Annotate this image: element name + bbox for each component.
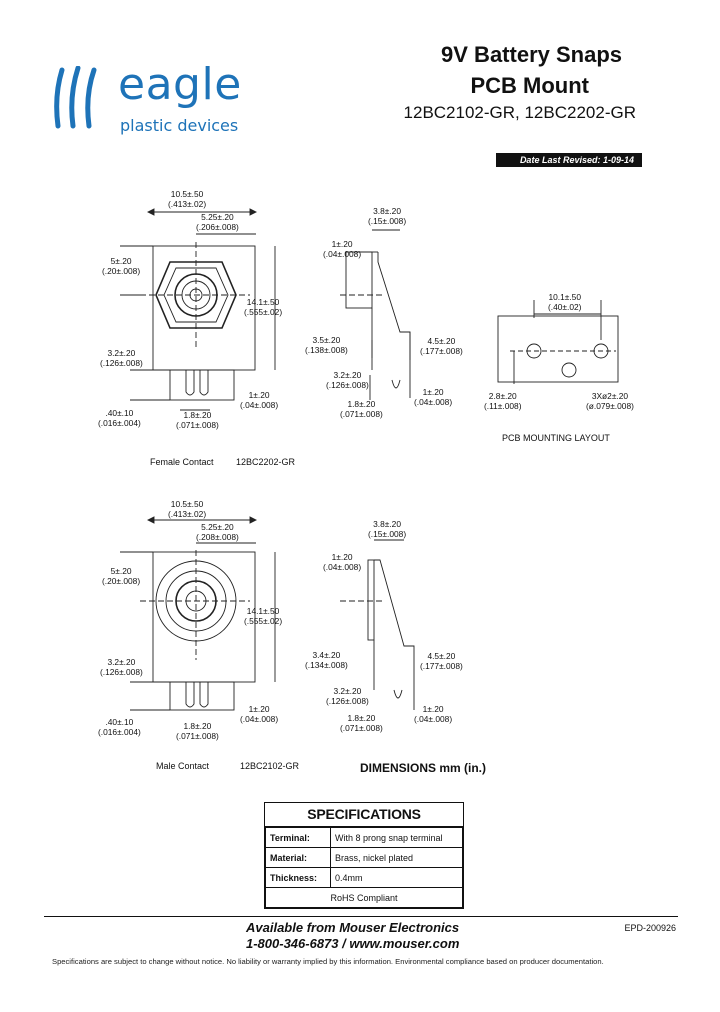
- bottom-half-dim: 5.25±.20(.208±.008): [196, 522, 239, 542]
- brand-name: eagle: [118, 59, 242, 110]
- top-height-dim: 14.1±.50(.555±.02): [244, 297, 283, 317]
- bottom-pinw-dim: 1±.20(.04±.008): [240, 704, 279, 724]
- page-title: 9V Battery Snaps: [441, 42, 622, 67]
- pcb-layout-view: [497, 300, 619, 384]
- top-half-dim: 5.25±.20(.206±.008): [196, 212, 239, 232]
- top-pinth-dim: .40±.10(.016±.004): [98, 408, 141, 428]
- male-caption: Male Contact: [156, 761, 210, 771]
- bottom-side-pin-dim: 3.2±.20(.126±.008): [326, 686, 369, 706]
- spec-key: Terminal:: [265, 827, 331, 848]
- pcb-offset-dim: 2.8±.20(.11±.008): [484, 391, 522, 411]
- specifications-heading: SPECIFICATIONS: [265, 803, 463, 827]
- top-pinlen-dim: 3.2±.20(.126±.008): [100, 348, 143, 368]
- male-side-view: [340, 539, 415, 710]
- spec-value: With 8 prong snap terminal: [330, 827, 463, 848]
- specifications-table: SPECIFICATIONS Terminal: With 8 prong sn…: [264, 802, 464, 909]
- top-side-step-dim: 4.5±.20(.177±.008): [420, 336, 463, 356]
- spec-value: 0.4mm: [330, 867, 463, 888]
- male-part: 12BC2102-GR: [240, 761, 300, 771]
- top-side-base-dim: 3.5±.20(.138±.008): [305, 335, 348, 355]
- table-row: Material: Brass, nickel plated: [265, 847, 463, 868]
- top-pinw-dim: 1±.20(.04±.008): [240, 390, 279, 410]
- spec-key: Material:: [265, 847, 331, 868]
- table-row: Thickness: 0.4mm: [265, 867, 463, 888]
- top-side-lip-dim: 1±.20(.04±.008): [323, 239, 362, 259]
- top-width-dim: 10.5±.50(.413±.02): [168, 189, 207, 209]
- bottom-pinlen-dim: 3.2±.20(.126±.008): [100, 657, 143, 677]
- bottom-pitch-dim: 1.8±.20(.071±.008): [176, 721, 219, 741]
- male-front-view: [120, 516, 276, 711]
- specifications-grid: Terminal: With 8 prong snap terminal Mat…: [265, 827, 463, 908]
- female-front-view: [120, 208, 276, 411]
- bottom-side-depth-dim: 3.8±.20(.15±.008): [368, 519, 407, 539]
- spec-value: Brass, nickel plated: [330, 847, 463, 868]
- top-side-pitch-dim: 1.8±.20(.071±.008): [340, 399, 383, 419]
- dimensions-label: DIMENSIONS mm (in.): [360, 761, 487, 775]
- table-row: Terminal: With 8 prong snap terminal: [265, 827, 463, 848]
- female-side-view: [340, 229, 411, 400]
- bottom-side-pitch-dim: 1.8±.20(.071±.008): [340, 713, 383, 733]
- bottom-width-dim: 10.5±.50(.413±.02): [168, 499, 207, 519]
- bottom-side-base-dim: 3.4±.20(.134±.008): [305, 650, 348, 670]
- top-side-depth-dim: 3.8±.20(.15±.008): [368, 206, 407, 226]
- bottom-side-lip-dim: 1±.20(.04±.008): [323, 552, 362, 572]
- top-side-pin-dim: 3.2±.20(.126±.008): [326, 370, 369, 390]
- revision-date: Date Last Revised: 1-09-14: [495, 153, 642, 167]
- availability-text: Available from Mouser Electronics: [246, 920, 460, 935]
- bottom-height-dim: 14.1±.50(.555±.02): [244, 606, 283, 626]
- pcb-hole-dim: 3Xø2±.20(ø.079±.008): [586, 391, 634, 411]
- document-number: EPD-200926: [624, 923, 676, 933]
- rohs-note: RoHS Compliant: [265, 887, 463, 908]
- female-part: 12BC2202-GR: [236, 457, 296, 467]
- bottom-top-dim: 5±.20(.20±.008): [102, 566, 141, 586]
- top-pitch-dim: 1.8±.20(.071±.008): [176, 410, 219, 430]
- top-top-dim: 5±.20(.20±.008): [102, 256, 141, 276]
- bottom-side-step-dim: 4.5±.20(.177±.008): [420, 651, 463, 671]
- contact-link[interactable]: 1-800-346-6873 / www.mouser.com: [246, 936, 460, 951]
- page-subtitle: PCB Mount: [470, 73, 589, 98]
- top-side-pinw-dim: 1±.20(.04±.008): [414, 387, 453, 407]
- pcb-spacing-dim: 10.1±.50(.40±.02): [548, 292, 582, 312]
- footer-divider: [44, 916, 678, 917]
- pcb-caption: PCB MOUNTING LAYOUT: [502, 433, 610, 443]
- brand-subtitle: plastic devices: [120, 116, 239, 135]
- bottom-pinth-dim: .40±.10(.016±.004): [98, 717, 141, 737]
- logo-stripes-icon: [54, 66, 97, 129]
- table-row: RoHS Compliant: [265, 887, 463, 908]
- part-numbers: 12BC2102-GR, 12BC2202-GR: [403, 103, 636, 122]
- female-caption: Female Contact: [150, 457, 214, 467]
- spec-key: Thickness:: [265, 867, 331, 888]
- bottom-side-pinw-dim: 1±.20(.04±.008): [414, 704, 453, 724]
- disclaimer: Specifications are subject to change wit…: [52, 957, 604, 966]
